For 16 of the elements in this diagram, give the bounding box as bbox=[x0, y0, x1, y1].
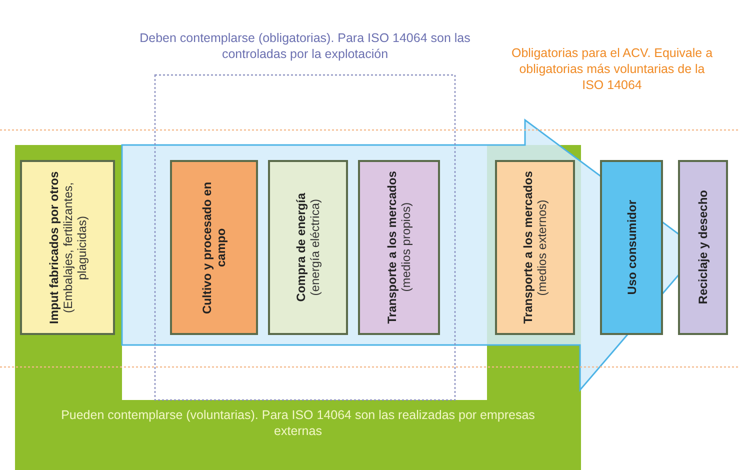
box-title: Transporte a los mercados bbox=[385, 171, 399, 324]
process-box bbox=[678, 160, 728, 335]
region-caption: Obligatorias para el ACV. Equivale a obligatorias más voluntarias de la ISO 14064 bbox=[511, 46, 713, 92]
box-title: Reciclaje y desecho bbox=[696, 190, 710, 305]
box-title: Uso consumidor bbox=[624, 200, 638, 295]
box-note: (energía eléctrica) bbox=[308, 199, 322, 296]
box-note: (medios externos) bbox=[535, 199, 549, 296]
box-title: Compra de energía bbox=[294, 193, 308, 302]
region-caption: Deben contemplarse (obligatorias). Para ISO 14064 son las controladas por la explotación bbox=[140, 31, 470, 61]
box-title: Imput fabricados por otros bbox=[46, 171, 60, 324]
box-title: Cultivo y procesado en campo bbox=[200, 180, 228, 316]
region-caption: Pueden contemplarse (voluntarias). Para ISO 14064 son las realizadas por empresas externas bbox=[61, 408, 535, 438]
box-title: Transporte a los mercados bbox=[521, 171, 535, 324]
box-note: (Embalajes, fertilizantes, plaguicidas) bbox=[60, 181, 88, 315]
process-box bbox=[495, 160, 575, 335]
box-note: (medios propios) bbox=[399, 202, 413, 292]
